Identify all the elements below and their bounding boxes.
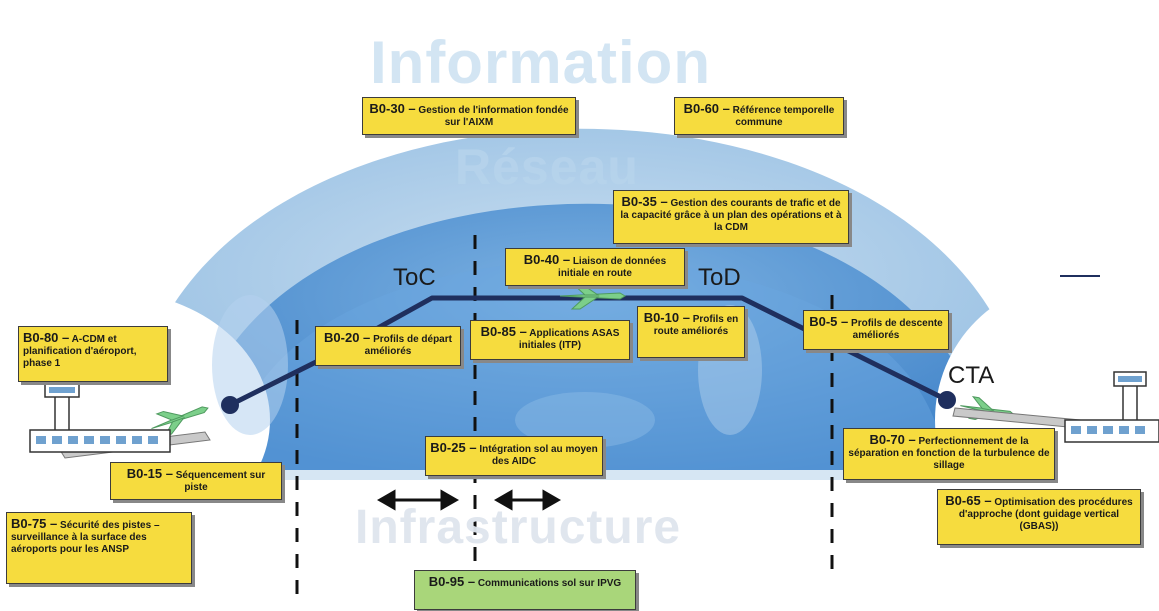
module-text: Communications sol sur IPVG	[477, 578, 622, 589]
zone-label-reseau: Réseau	[455, 139, 639, 195]
module-code: B0-70 –	[869, 432, 916, 447]
module-text: Référence temporelle commune	[732, 105, 835, 129]
module-code: B0-75 –	[11, 516, 58, 531]
module-b0-95: B0-95 – Communications sol sur IPVG	[414, 570, 636, 610]
module-code: B0-30 –	[369, 101, 416, 116]
left-ghost-shape	[212, 295, 288, 435]
center-ghost-shape	[515, 392, 655, 448]
phase-label-toc: ToC	[393, 264, 436, 291]
module-text: Profils en route améliorés	[653, 314, 739, 338]
departure-airport-icon	[29, 382, 171, 453]
module-text: Sécurité des pistes – surveillance à la …	[11, 520, 160, 556]
module-b0-15: B0-15 – Séquencement sur piste	[110, 462, 282, 500]
module-text: Applications ASAS initiales (ITP)	[518, 328, 620, 352]
module-b0-80: B0-80 – A-CDM et planification d'aéropor…	[18, 326, 168, 382]
module-text: A-CDM et planification d'aéroport, phase…	[23, 334, 137, 370]
module-text: Profils de départ améliorés	[364, 334, 452, 358]
module-b0-85: B0-85 – Applications ASAS initiales (ITP…	[470, 320, 630, 360]
module-code: B0-5 –	[809, 314, 849, 329]
arrival-airport-icon	[1064, 371, 1159, 443]
module-code: B0-85 –	[480, 324, 527, 339]
module-text: Séquencement sur piste	[175, 470, 266, 494]
zone-label-infrastructure: Infrastructure	[355, 501, 682, 554]
module-code: B0-20 –	[324, 330, 371, 345]
double-arrow-left-icon	[376, 489, 460, 511]
module-code: B0-35 –	[621, 194, 668, 209]
module-text: Gestion de l'information fondée sur l'AI…	[418, 105, 569, 129]
module-b0-25: B0-25 – Intégration sol au moyen des AID…	[425, 436, 603, 476]
module-code: B0-65 –	[945, 493, 992, 508]
module-b0-10: B0-10 – Profils en route améliorés	[637, 306, 745, 358]
phase-label-cta: CTA	[948, 362, 995, 389]
module-b0-70: B0-70 – Perfectionnement de la séparatio…	[843, 428, 1055, 480]
module-b0-35: B0-35 – Gestion des courants de trafic e…	[613, 190, 849, 244]
module-b0-5: B0-5 – Profils de descente améliorés	[803, 310, 949, 350]
module-text: Perfectionnement de la séparation en fon…	[848, 436, 1050, 472]
module-b0-60: B0-60 – Référence temporelle commune	[674, 97, 844, 135]
zone-label-information: Information	[370, 29, 711, 96]
module-text: Gestion des courants de trafic et de la …	[620, 198, 842, 234]
module-b0-65: B0-65 – Optimisation des procédures d'ap…	[937, 489, 1141, 545]
module-text: Liaison de données initiale en route	[558, 256, 667, 280]
module-text: Intégration sol au moyen des AIDC	[479, 444, 598, 468]
phase-label-tod: ToD	[698, 264, 741, 291]
module-code: B0-80 –	[23, 330, 70, 345]
module-b0-30: B0-30 – Gestion de l'information fondée …	[362, 97, 576, 135]
module-b0-20: B0-20 – Profils de départ améliorés	[315, 326, 461, 366]
cta-point	[938, 391, 956, 409]
module-code: B0-95 –	[428, 574, 476, 589]
module-text: Profils de descente améliorés	[851, 318, 943, 342]
module-code: B0-60 –	[683, 101, 730, 116]
module-code: B0-40 –	[523, 252, 571, 267]
module-code: B0-10 –	[643, 310, 690, 325]
module-text: Optimisation des procédures d'approche (…	[958, 497, 1133, 533]
module-b0-40: B0-40 – Liaison de données initiale en r…	[505, 248, 685, 286]
module-b0-75: B0-75 – Sécurité des pistes – surveillan…	[6, 512, 192, 584]
module-code: B0-25 –	[430, 440, 477, 455]
module-code: B0-15 –	[126, 466, 173, 481]
double-arrow-right-icon	[493, 489, 562, 511]
departure-point	[221, 396, 239, 414]
